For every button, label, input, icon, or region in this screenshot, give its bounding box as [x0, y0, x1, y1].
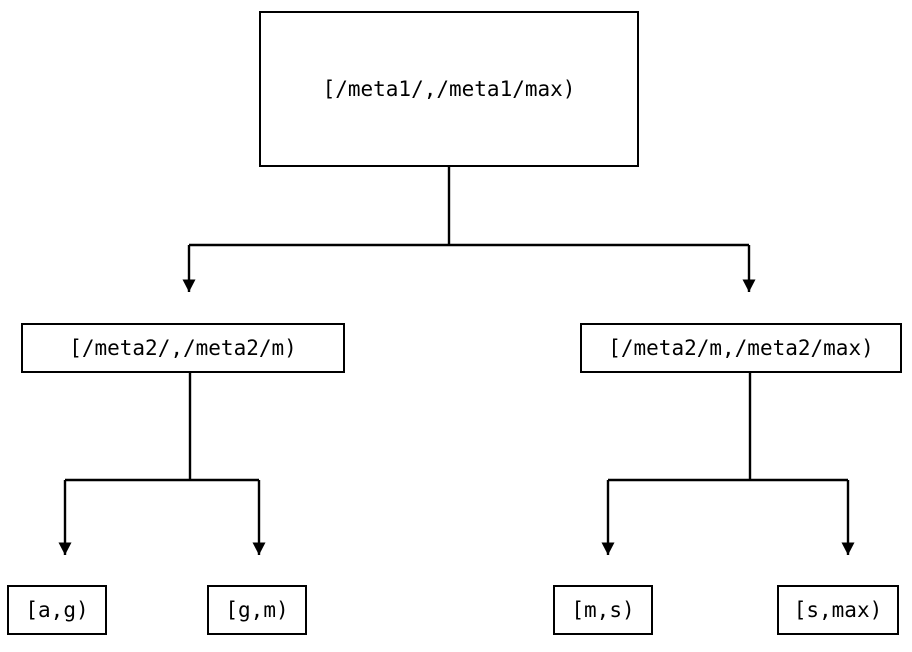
tree-node-mid-right-label: [/meta2/m,/meta2/max)	[608, 335, 874, 360]
tree-node-leaf-a-g: [a,g)	[7, 585, 107, 635]
tree-node-leaf-g-m-label: [g,m)	[225, 597, 289, 622]
tree-node-mid-left-label: [/meta2/,/meta2/m)	[69, 335, 297, 360]
tree-node-leaf-s-max: [s,max)	[777, 585, 899, 635]
tree-node-root-label: [/meta1/,/meta1/max)	[322, 76, 576, 101]
edge-mid-right-trunk	[608, 373, 848, 482]
edge-root-trunk	[189, 167, 749, 247]
edge-mid-left-trunk	[65, 373, 259, 482]
tree-node-leaf-s-max-label: [s,max)	[793, 597, 883, 622]
tree-node-leaf-m-s: [m,s)	[553, 585, 653, 635]
tree-node-mid-right: [/meta2/m,/meta2/max)	[580, 323, 902, 373]
tree-node-mid-left: [/meta2/,/meta2/m)	[21, 323, 345, 373]
tree-node-leaf-g-m: [g,m)	[207, 585, 307, 635]
tree-node-leaf-m-s-label: [m,s)	[571, 597, 635, 622]
tree-node-leaf-a-g-label: [a,g)	[25, 597, 89, 622]
tree-node-root: [/meta1/,/meta1/max)	[259, 11, 639, 167]
